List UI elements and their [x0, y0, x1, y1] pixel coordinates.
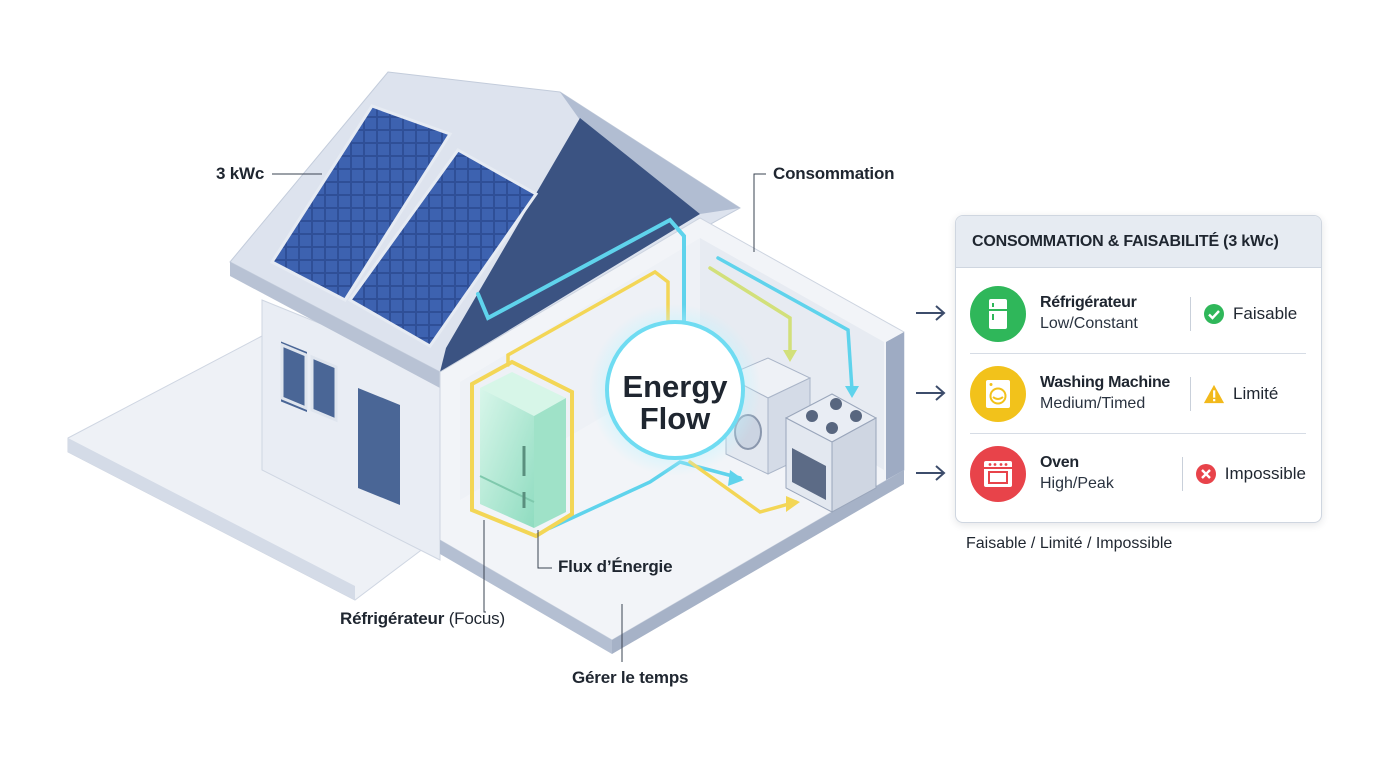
panel-title: CONSOMMATION & FAISABILITÉ (3 kWc): [956, 216, 1321, 268]
fridge-focus-bold: Réfrigérateur: [340, 609, 445, 628]
row-separator: [1190, 297, 1191, 331]
status-text: Limité: [1233, 384, 1279, 403]
fridge-icon: [970, 286, 1026, 342]
feasibility-legend-note: Faisable / Limité / Impossible: [966, 535, 1173, 552]
energy-flow-hub: [589, 304, 761, 476]
consumption-label: Consommation: [773, 164, 895, 183]
row-divider: [970, 353, 1306, 354]
washing-machine-icon: [970, 366, 1026, 422]
appliance-level: High/Peak: [1040, 475, 1114, 492]
house-left-wing: [261, 299, 441, 561]
status-badge: Faisable: [1203, 303, 1297, 325]
energy-flow-label: Energy Flow: [600, 328, 750, 478]
status-text: Faisable: [1233, 304, 1298, 323]
manage-time-label: Gérer le temps: [572, 668, 689, 687]
fridge-focus-normal: (Focus): [448, 609, 505, 628]
solar-panels: [269, 104, 539, 348]
appliance-name: Oven: [1040, 454, 1079, 471]
appliance-row-washing-machine: Washing Machine Medium/Timed Limité: [970, 358, 1306, 430]
status-text: Impossible: [1224, 464, 1306, 483]
appliance-name: Réfrigérateur: [1040, 294, 1137, 311]
energy-flux-label: Flux d’Énergie: [558, 557, 673, 576]
arrow-right-icon: [916, 305, 946, 321]
fridge-focus-label: Réfrigérateur (Focus): [340, 609, 505, 629]
appliance-level: Low/Constant: [1040, 315, 1138, 332]
status-badge: Impossible: [1195, 463, 1306, 485]
row-separator: [1181, 457, 1183, 491]
warning-icon: [1203, 383, 1225, 405]
appliance-name: Washing Machine: [1040, 374, 1171, 391]
x-circle-icon: [1195, 463, 1217, 485]
row-separator: [1190, 377, 1191, 411]
refrigerator: [470, 359, 574, 539]
oven: [784, 393, 878, 513]
feasibility-panel: CONSOMMATION & FAISABILITÉ (3 kWc) Réfri…: [955, 215, 1322, 523]
oven-icon: [970, 446, 1026, 502]
check-circle-icon: [1203, 303, 1225, 325]
energy-flow-line2: Flow: [639, 401, 711, 436]
status-badge: Limité: [1203, 383, 1278, 405]
solar-capacity-label: 3 kWc: [216, 164, 265, 183]
arrow-right-icon: [916, 465, 946, 481]
appliance-row-fridge: Réfrigérateur Low/Constant Faisable: [970, 278, 1306, 350]
energy-flow-line1: Energy: [622, 369, 728, 404]
arrow-right-icon: [916, 385, 946, 401]
appliance-level: Medium/Timed: [1040, 395, 1146, 412]
appliance-row-oven: Oven High/Peak Impossible: [970, 438, 1306, 510]
row-divider: [970, 433, 1306, 434]
callout-leaders: [272, 173, 766, 662]
